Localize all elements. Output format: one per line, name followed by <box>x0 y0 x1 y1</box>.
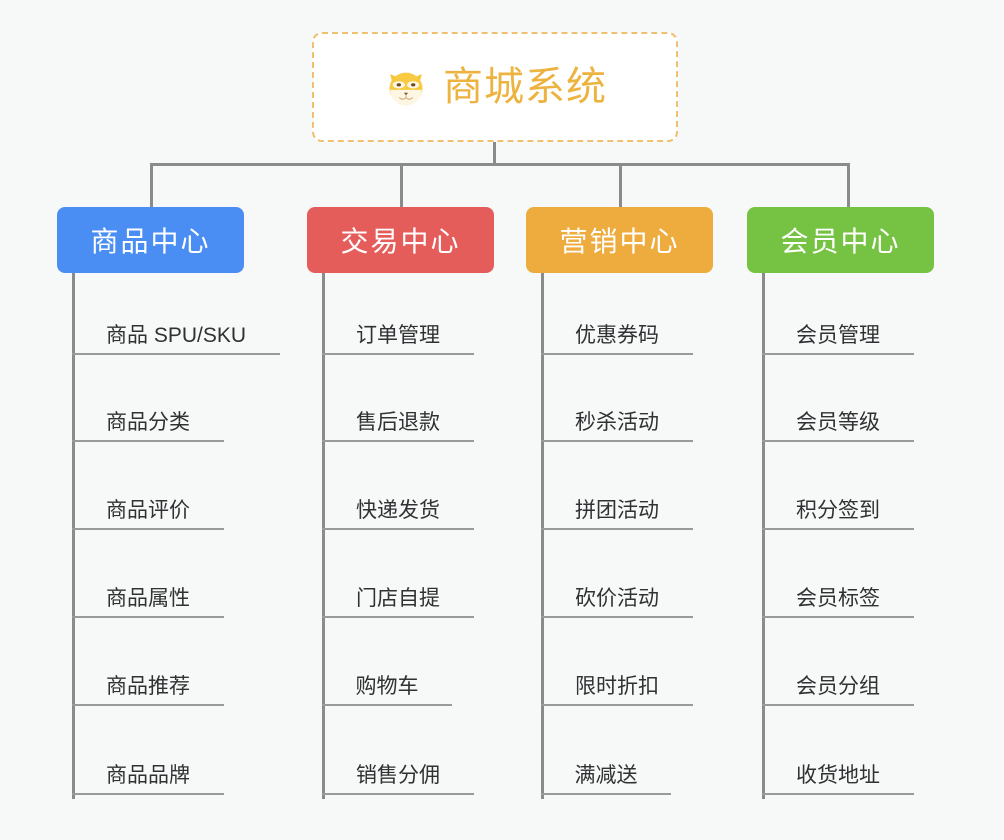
branch-stem <box>322 273 325 799</box>
leaf-item[interactable]: 会员等级 <box>762 360 914 442</box>
leaf-item[interactable]: 砍价活动 <box>541 536 693 618</box>
leaf-item[interactable]: 商品属性 <box>72 536 224 618</box>
leaf-label: 商品评价 <box>106 498 190 522</box>
connector-root-stem <box>493 142 496 166</box>
leaf-label: 售后退款 <box>356 410 440 434</box>
connector-bus <box>150 163 850 166</box>
leaf-item[interactable]: 购物车 <box>322 624 452 706</box>
leaf-label: 商品属性 <box>106 586 190 610</box>
leaf-item[interactable]: 满减送 <box>541 713 671 795</box>
leaf-item[interactable]: 限时折扣 <box>541 624 693 706</box>
leaf-item[interactable]: 会员管理 <box>762 273 914 355</box>
leaf-item[interactable]: 销售分佣 <box>322 713 474 795</box>
leaf-item[interactable]: 商品评价 <box>72 448 224 530</box>
leaf-label: 砍价活动 <box>575 586 659 610</box>
leaf-label: 拼团活动 <box>575 498 659 522</box>
leaf-item[interactable]: 会员标签 <box>762 536 914 618</box>
leaf-label: 会员分组 <box>796 674 880 698</box>
leaf-item[interactable]: 积分签到 <box>762 448 914 530</box>
leaf-label: 商品品牌 <box>106 763 190 787</box>
leaf-label: 快递发货 <box>356 498 440 522</box>
category-box-4[interactable]: 会员中心 <box>747 207 934 273</box>
connector-drop-1 <box>150 163 153 209</box>
category-box-1[interactable]: 商品中心 <box>57 207 244 273</box>
leaf-item[interactable]: 秒杀活动 <box>541 360 693 442</box>
leaf-label: 销售分佣 <box>356 763 440 787</box>
leaf-item[interactable]: 商品分类 <box>72 360 224 442</box>
leaf-item[interactable]: 商品 SPU/SKU <box>72 273 280 355</box>
leaf-label: 会员等级 <box>796 410 880 434</box>
leaf-label: 购物车 <box>355 674 419 698</box>
branch-stem <box>72 273 75 799</box>
leaf-item[interactable]: 优惠券码 <box>541 273 693 355</box>
leaf-item[interactable]: 商品品牌 <box>72 713 224 795</box>
leaf-label: 满减送 <box>574 763 638 787</box>
connector-drop-3 <box>619 163 622 209</box>
category-box-2[interactable]: 交易中心 <box>307 207 494 273</box>
leaf-label: 优惠券码 <box>575 323 659 347</box>
category-label: 会员中心 <box>780 226 901 257</box>
leaf-label: 会员管理 <box>796 323 880 347</box>
leaf-item[interactable]: 快递发货 <box>322 448 474 530</box>
branch-stem <box>762 273 765 799</box>
leaf-item[interactable]: 会员分组 <box>762 624 914 706</box>
category-label: 营销中心 <box>559 226 680 257</box>
connector-drop-2 <box>400 163 403 209</box>
category-box-3[interactable]: 营销中心 <box>526 207 713 273</box>
leaf-label: 订单管理 <box>356 323 440 347</box>
leaf-item[interactable]: 拼团活动 <box>541 448 693 530</box>
root-title: 商城系统 <box>443 65 607 109</box>
leaf-label: 会员标签 <box>796 586 880 610</box>
leaf-label: 门店自提 <box>356 586 440 610</box>
leaf-item[interactable]: 订单管理 <box>322 273 474 355</box>
root-node[interactable]: 商城系统 <box>312 32 678 142</box>
leaf-label: 商品分类 <box>106 410 190 434</box>
category-label: 商品中心 <box>90 226 211 257</box>
leaf-item[interactable]: 售后退款 <box>322 360 474 442</box>
connector-drop-4 <box>847 163 850 209</box>
leaf-label: 积分签到 <box>796 498 880 522</box>
leaf-label: 限时折扣 <box>575 674 659 698</box>
leaf-item[interactable]: 商品推荐 <box>72 624 224 706</box>
leaf-item[interactable]: 收货地址 <box>762 713 914 795</box>
leaf-label: 商品 SPU/SKU <box>105 323 247 347</box>
leaf-label: 秒杀活动 <box>575 410 659 434</box>
leaf-item[interactable]: 门店自提 <box>322 536 474 618</box>
category-label: 交易中心 <box>340 226 461 257</box>
branch-stem <box>541 273 544 799</box>
leaf-label: 商品推荐 <box>106 674 190 698</box>
shiba-dog-face-icon <box>383 64 429 110</box>
leaf-label: 收货地址 <box>796 763 880 787</box>
